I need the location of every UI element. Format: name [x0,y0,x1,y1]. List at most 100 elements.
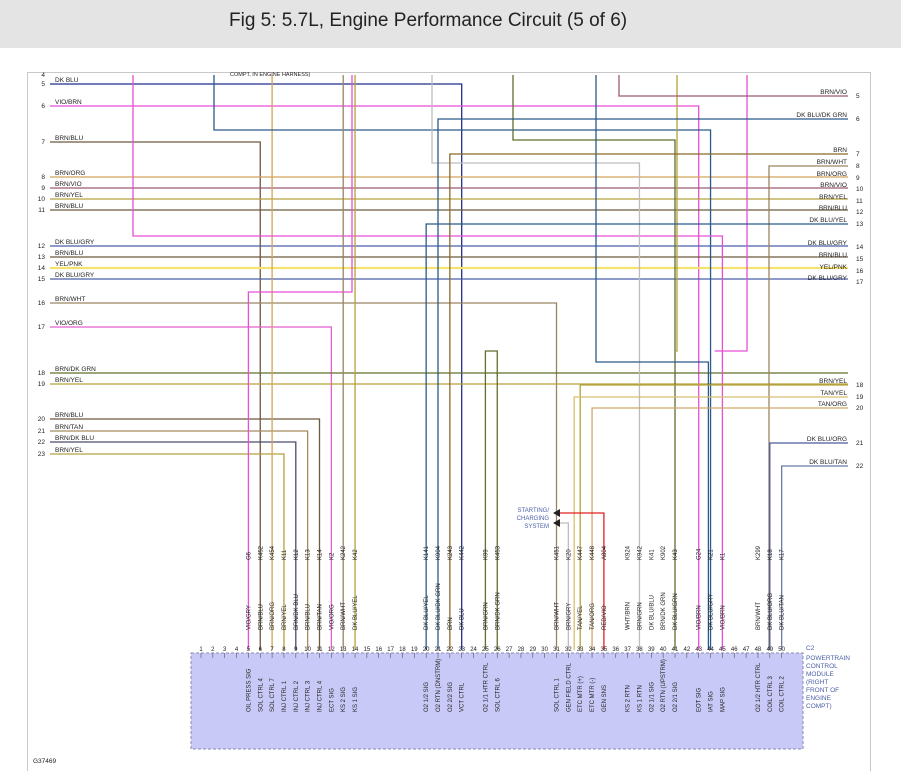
left-wire-label: VIO/BRN [55,99,82,106]
wire-dk-blu-dk-grn-mid [595,75,710,650]
pcm-signal-name: ETC MTR (+) [578,676,584,712]
pcm-module-box [190,652,804,750]
pcm-wire-color: BRN/DK BLU [294,594,300,630]
right-wire-label: DK BLU/TAN [809,459,847,466]
left-wire-label: BRN/ORG [55,170,85,177]
wire-dk-blu-org-right [769,442,848,650]
left-pin-number: 20 [38,416,46,423]
pcm-wire-color: DK BLU/ORG [768,593,774,630]
right-wire-label: DK BLU/GRY [808,275,848,282]
pcm-pin-number: 4 [235,647,239,653]
pcm-pin-number: 17 [387,647,394,653]
pcm-circuit-id: K451 [555,545,561,560]
wire-vio-brn-left [132,75,724,650]
pcm-circuit-id: K448 [590,545,596,560]
pcm-signal-name: ETC MTR (-) [590,678,596,712]
pcm-wire-color: BRN/DK GRN [661,592,667,630]
module-label-line: POWERTRAIN [806,655,850,662]
left-pin-number: 16 [38,300,46,307]
pcm-signal-name: KS 1 SIG [353,687,359,712]
wire-brn-vio-right [618,75,848,97]
pcm-pin-number: 9 [294,647,298,653]
wire-brn-yel-mid [675,75,678,352]
right-pin-number: 7 [856,151,860,158]
right-wire-label: BRN/YEL [819,194,847,201]
right-wire-label: TAN/ORG [818,401,847,408]
wire-brn-wht-right [768,165,848,650]
pcm-pin-number: 34 [589,647,596,653]
pcm-circuit-id: K442 [460,545,466,560]
harness-note: COMPT, IN ENGINE HARNESS) [230,72,311,78]
pcm-signal-name: O2 RTN (DNSTRM) [436,659,442,712]
right-wire-label: BRN [833,147,847,154]
wire-brn-dk-blu [50,441,297,650]
left-wire-label: DK BLU/GRY [55,239,95,246]
left-wire-label: DK BLU/GRY [55,272,95,279]
pcm-pin-number: 43 [695,647,702,653]
module-label-line: ENGINE [806,695,832,702]
module-label-line: (RIGHT [806,679,828,686]
left-pin-number: 23 [38,451,46,458]
right-wire-label: DK BLU/DK GRN [796,112,847,119]
pcm-pin-number: 19 [411,647,418,653]
pcm-pin-number: 12 [328,647,335,653]
pcm-circuit-id: K447 [578,545,584,560]
left-pin-number: 4 [41,72,45,79]
pcm-signal-name: COIL CTRL 3 [768,675,774,712]
pcm-wire-color: DK BLU [460,608,466,630]
left-pin-number: 6 [41,103,45,110]
pcm-circuit-id: K924 [626,545,632,560]
pcm-wire-color: BRN/WHT [756,602,762,630]
pcm-pin-number: 26 [494,647,501,653]
left-wire-label: YEL/PNK [55,261,83,268]
pcm-signal-name: ECT SIG [329,688,335,712]
pcm-signal-name: O2 2/1 SIG [673,682,679,712]
right-pin-number: 21 [856,440,864,447]
right-wire-label: BRN/BLU [819,252,847,259]
module-label-line: FRONT OF [806,687,839,694]
wire-brn-yel-23 [50,453,285,650]
pcm-pin-number: 44 [707,647,714,653]
pcm-wire-color: BRN/BLU [306,604,312,630]
left-pin-number: 11 [38,207,45,214]
pcm-signal-name: SOL CTRL 7 [270,677,276,712]
pcm-pin-number: 13 [340,647,347,653]
pcm-wire-color: BRN/WHT [555,602,561,630]
pcm-circuit-id: K902 [661,545,667,560]
right-pin-number: 15 [856,256,864,263]
pcm-pin-number: 37 [624,647,631,653]
pcm-circuit-id: K20 [566,549,572,560]
pcm-circuit-id: K21 [709,549,715,560]
diagram-frame [27,72,871,771]
pcm-wire-color: VIO/BRN [720,605,726,630]
right-pin-number: 18 [856,382,864,389]
pcm-pin-number: 15 [364,647,371,653]
pcm-pin-number: 29 [529,647,536,653]
pcm-pin-number: 2 [211,647,215,653]
left-wire-label: BRN/YEL [55,377,83,384]
left-pin-number: 19 [38,381,46,388]
left-pin-number: 14 [38,265,46,272]
pcm-circuit-id: K1 [720,552,726,560]
right-pin-number: 20 [856,405,864,412]
pcm-wire-color: DK BLU/GRY [709,594,715,630]
left-pin-number: 22 [38,439,46,446]
pcm-signal-name: O2 1/1 SIG [649,682,655,712]
right-pin-number: 14 [856,244,864,251]
pcm-wire-color: BRN/ORG [270,602,276,630]
pcm-wire-color: TAN/YEL [578,605,584,630]
pcm-wire-color: WHT/BRN [626,602,632,630]
left-wire-label: BRN/VIO [55,181,82,188]
pcm-circuit-id: K942 [637,545,643,560]
pcm-pin-number: 25 [482,647,489,653]
pcm-circuit-id: K18 [768,549,774,560]
pcm-signal-name: VCT CTRL [460,682,466,712]
pcm-circuit-id: K99 [483,549,489,560]
starting-charging-label: SYSTEM [524,524,549,530]
pcm-circuit-id: K452 [258,545,264,560]
wire-brn-dk-grn-top [512,75,676,650]
pcm-wire-color: BRN/GRN [637,602,643,630]
left-wire-label: BRN/WHT [55,296,85,303]
right-wire-label: DK BLU/ORG [807,436,847,443]
